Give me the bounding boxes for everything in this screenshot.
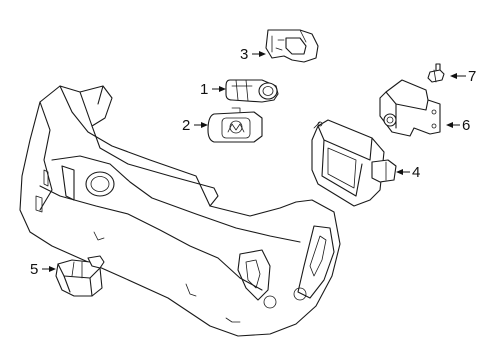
callout-number-2: 2	[182, 117, 190, 134]
callout-number-1: 1	[200, 81, 208, 98]
callout-number-4: 4	[412, 164, 420, 181]
part-mounting-bracket-6	[379, 79, 441, 137]
callout-number-5: 5	[30, 261, 38, 278]
callout-5: 5	[30, 261, 56, 278]
part-radar-module-4	[311, 119, 397, 207]
callout-number-6: 6	[462, 117, 470, 134]
callout-2: 2	[182, 117, 208, 134]
callout-number-7: 7	[468, 68, 476, 85]
bumper-cover	[19, 85, 341, 337]
callout-6: 6	[446, 117, 470, 134]
part-clip-7	[427, 63, 445, 83]
callout-3: 3	[240, 46, 266, 63]
part-sensor-emblem-2	[207, 107, 263, 143]
callout-1: 1	[200, 81, 226, 98]
callout-number-3: 3	[240, 46, 248, 63]
part-parking-sensor-1	[225, 79, 279, 103]
callout-7: 7	[450, 68, 476, 85]
callout-4: 4	[396, 164, 420, 181]
part-connector-5	[55, 255, 105, 297]
part-bracket-3	[265, 29, 319, 63]
